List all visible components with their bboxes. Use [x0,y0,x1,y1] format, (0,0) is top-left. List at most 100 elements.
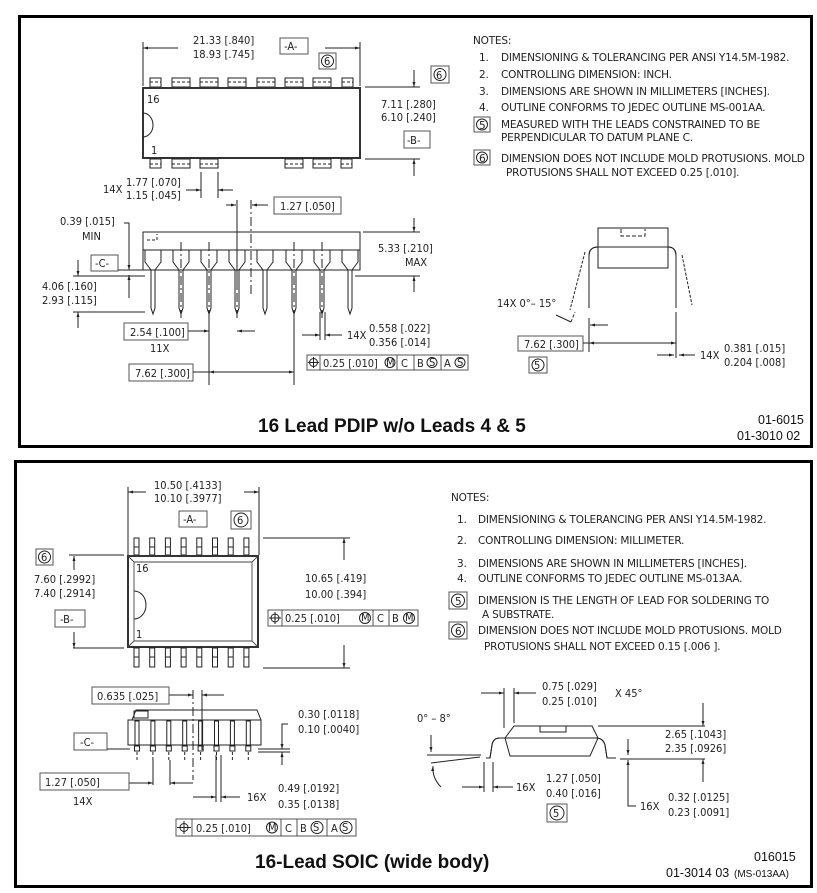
soic-side-lead [245,720,251,746]
pdip-fcf-tolerance: 0.25 [.010] [323,357,378,370]
soic-note-2-num: 2. [457,535,467,547]
soic-chamfer-min: 0.25 [.010] [542,695,597,708]
pdip-note-6-cont: PROTUSIONS SHALL NOT EXCEED 0.25 [.010]. [506,167,739,179]
pdip-standoff-min: MIN [82,230,101,243]
soic-foot-max: 1.27 [.050] [546,772,601,785]
soic-pin16-label: 16 [136,562,149,575]
pdip-note-4: OUTLINE CONFORMS TO JEDEC OUTLINE MS-001… [501,102,765,114]
pdip-lead-angle: 14X 0°– 15° [497,297,556,310]
soic-side-lead [134,720,140,746]
pdip-title: 16 Lead PDIP w/o Leads 4 & 5 [258,416,526,437]
soic-notes-header: NOTES: [451,492,489,504]
pin1-notch [142,112,154,138]
soic-chamfer-angle: X 45° [615,687,642,700]
soic-top-fcf-tolerance: 0.25 [.010] [285,612,340,625]
soic-datum-c: -C- [80,736,94,749]
soic-doc-code-1: 016015 [754,850,796,864]
pdip-length-min: 18.93 [.745] [193,48,254,61]
soic-note5-ref: 5 [553,807,559,820]
pdip-note-6: DIMENSION DOES NOT INCLUDE MOLD PROTUSIO… [501,153,805,165]
soic-note-5: DIMENSION IS THE LENGTH OF LEAD FOR SOLD… [478,595,769,607]
pdip-end-view: 14X 0°– 15° 7.62 [.300] 5 14X 0.381 [.01… [497,227,785,374]
soic-chamfer-max: 0.75 [.029] [542,680,597,693]
soic-pitch-qty: 14X [73,795,93,808]
pdip-fcf-datum-3-mod: S [457,356,463,369]
soic-fcf-datum-1: C [285,822,292,835]
soic-side-lead [166,720,172,746]
soic-pitch: 1.27 [.050] [45,776,100,789]
pdip-shoulder-qty: 14X [103,183,123,196]
soic-side-lead [182,720,188,746]
pdip-fcf-datum-1: C [401,357,408,370]
soic-note-2: CONTROLLING DIMENSION: MILLIMETER. [478,535,684,547]
pdip-note-2: CONTROLLING DIMENSION: INCH. [501,69,672,81]
soic-top-feature-control-frame: 0.25 [.010] M C B M [267,609,419,627]
soic-feature-control-frame: 0.25 [.010] M C B S A S [175,818,357,837]
pdip-note-1-num: 1. [479,52,489,64]
soic-lead-w-qty: 16X [247,791,267,804]
pdip-lead-len-min: 2.93 [.115] [42,294,97,307]
pdip-bottom-leads [149,158,353,169]
soic-top-leads [133,537,250,556]
soic-fcf-datum-2-mod: S [313,821,319,834]
pdip-note-4-num: 4. [479,102,489,114]
soic-foot-min: 0.40 [.016] [546,787,601,800]
soic-note-3: DIMENSIONS ARE SHOWN IN MILLIMETERS [INC… [478,558,747,570]
pdip-note-5-cont: PERPENDICULAR TO DATUM PLANE C. [501,132,693,144]
soic-note6-ref: 6 [237,514,243,527]
soic-thick-qty: 16X [640,800,660,813]
pdip-note-3: DIMENSIONS ARE SHOWN IN MILLIMETERS [INC… [501,86,770,98]
soic-doc-code-3: (MS-013AA) [734,869,789,880]
pdip-fcf-datum-2: B [417,357,424,370]
soic-note-3-num: 3. [457,558,467,570]
pdip-top-view: 21.33 [.840] 18.93 [.745] -A- 6 16 1 6 7… [103,34,450,202]
pdip-note6-ref: 6 [324,55,330,68]
soic-top-fcf-datum-2: B [392,612,399,625]
soic-top-fcf-datum-2-mod: M [405,611,414,624]
soic-pin1-label: 1 [136,628,142,641]
pdip-side-body [142,231,361,251]
soic-side-lead [198,720,204,746]
soic-top-view: 10.50 [.4133] 10.10 [.3977] -A- 6 16 1 6… [34,479,419,669]
pdip-height-max: MAX [405,256,427,269]
pdip-length-max: 21.33 [.840] [193,34,254,47]
soic-fcf-datum-3: A [331,822,338,835]
soic-bottom-leads [133,647,250,668]
soic-note-5-cont: A SUBSTRATE. [482,609,554,621]
soic-note-4: OUTLINE CONFORMS TO JEDEC OUTLINE MS-013… [478,573,742,585]
pdip-top-leads [149,77,354,88]
soic-top-fcf-mod: M [361,611,370,624]
soic-note-6-cont: PROTUSIONS SHALL NOT EXCEED 0.15 [.006 ]… [484,641,720,653]
pdip-pin1-label: 1 [151,144,157,157]
pdip-row-spacing: 7.62 [.300] [135,367,190,380]
pdip-width-min: 6.10 [.240] [381,111,436,124]
soic-fcf-tolerance: 0.25 [.010] [196,822,251,835]
soic-standoff-max: 0.30 [.0118] [298,708,359,721]
soic-length-max: 10.50 [.4133] [154,479,222,492]
pdip-side-lead [144,250,162,316]
soic-body-w-min: 7.40 [.2914] [34,587,95,600]
soic-height-max: 2.65 [.1043] [665,728,726,741]
soic-pitch-box [39,772,130,791]
pdip-body [142,87,361,159]
soic-doc-code-2: 01-3014 03 [666,866,729,880]
soic-thick-max: 0.32 [.0125] [668,791,729,804]
pdip-side-lead [341,250,359,316]
soic-lead-w-min: 0.35 [.0138] [278,798,339,811]
pdip-thick-min: 0.204 [.008] [724,356,785,369]
soic-side-view: 0.635 [.025] -C- 0.30 [.0118] 0.10 [.004… [39,686,359,837]
pdip-lead-w-min: 0.356 [.014] [369,336,430,349]
pdip-note6-ref-2: 6 [436,69,442,82]
pdip-lead-len-max: 4.06 [.160] [42,280,97,293]
soic-fcf-datum-2: B [300,822,307,835]
pdip-half-pitch-box [273,196,342,215]
soic-end-view: 0.75 [.029] 0.25 [.010] X 45° 2.65 [.104… [417,680,729,823]
soic-note-6: DIMENSION DOES NOT INCLUDE MOLD PROTUSIO… [478,625,782,637]
pdip-lead-w-max: 0.558 [.022] [369,322,430,335]
pdip-fcf-datum-2-mod: S [429,356,435,369]
soic-note6-ref-2: 6 [41,551,47,564]
pdip-datum-a-box [279,37,309,55]
soic-fcf-datum-3-mod: S [342,821,348,834]
soic-fcf-mod: M [268,821,277,834]
